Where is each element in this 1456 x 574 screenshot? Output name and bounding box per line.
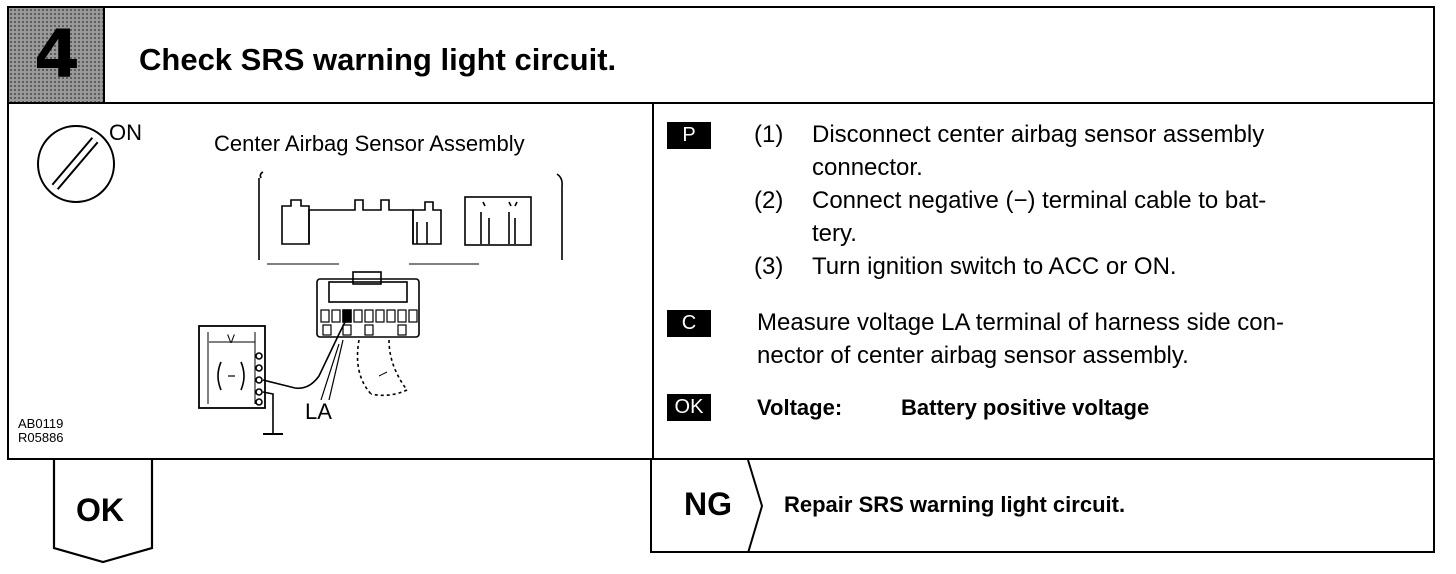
step-2-line-2: tery. xyxy=(812,220,857,247)
ok-outcome-label: OK xyxy=(76,492,124,528)
step-number: 4 xyxy=(34,16,80,93)
result-badge: OK xyxy=(667,394,711,421)
sensor-bracket xyxy=(258,171,563,265)
result-label: Voltage: xyxy=(757,395,843,420)
harness-connector-face xyxy=(316,271,420,397)
ignition-key-icon xyxy=(37,125,115,203)
instructions-panel: P (1) Disconnect center airbag sensor as… xyxy=(654,104,1435,458)
voltmeter-label: V xyxy=(227,332,236,346)
column-divider xyxy=(652,104,654,458)
prepare-badge: P xyxy=(667,122,711,149)
ignition-on-label: ON xyxy=(109,120,142,145)
step-1-text-1: Disconnect center airbag sensor assembly xyxy=(812,121,1265,148)
check-line-1: Measure voltage LA terminal of harness s… xyxy=(757,309,1284,336)
figure-code-2: R05886 xyxy=(18,430,64,445)
step-3-number: (3) xyxy=(754,253,784,280)
test-leads xyxy=(262,317,348,435)
check-line-2: nector of center airbag sensor assembly. xyxy=(757,342,1189,369)
wiring-diagram: ON Center Airbag Sensor Assembly V LA AB… xyxy=(9,104,652,458)
ng-outcome-box: NG Repair SRS warning light circuit. xyxy=(650,460,1435,553)
voltmeter-icon xyxy=(198,325,266,409)
sensor-connector-profile xyxy=(281,196,532,246)
step-1-line-2: connector. xyxy=(812,154,923,181)
step-2-line-1: Connect negative (−) terminal cable to b… xyxy=(812,187,1267,214)
terminal-la-label: LA xyxy=(305,399,332,424)
step-header: 4 Check SRS warning light circuit. xyxy=(7,6,1435,104)
step-1-text: Disconnect center airbag sensor assembly xyxy=(812,118,1422,151)
figure-code-1: AB0119 xyxy=(18,416,64,431)
ng-chevron-icon xyxy=(747,460,764,553)
sensor-assembly-label: Center Airbag Sensor Assembly xyxy=(214,131,525,156)
ok-arrow-icon xyxy=(52,460,154,564)
diagram-illustration xyxy=(37,125,563,435)
step-2-number: (2) xyxy=(754,187,784,214)
ng-outcome-action: Repair SRS warning light circuit. xyxy=(784,492,1126,517)
ng-outcome-label: NG xyxy=(684,486,732,522)
step-title: Check SRS warning light circuit. xyxy=(139,42,617,77)
step-body: ON Center Airbag Sensor Assembly V LA AB… xyxy=(7,104,1435,460)
step-number-badge: 4 xyxy=(9,8,105,102)
step-3-line-1: Turn ignition switch to ACC or ON. xyxy=(812,253,1177,280)
result-value: Battery positive voltage xyxy=(901,395,1150,420)
step-1-number: (1) xyxy=(754,121,784,148)
step-1-line-1: Disconnect center airbag sensor assembly xyxy=(812,118,1422,151)
check-badge: C xyxy=(667,310,711,337)
